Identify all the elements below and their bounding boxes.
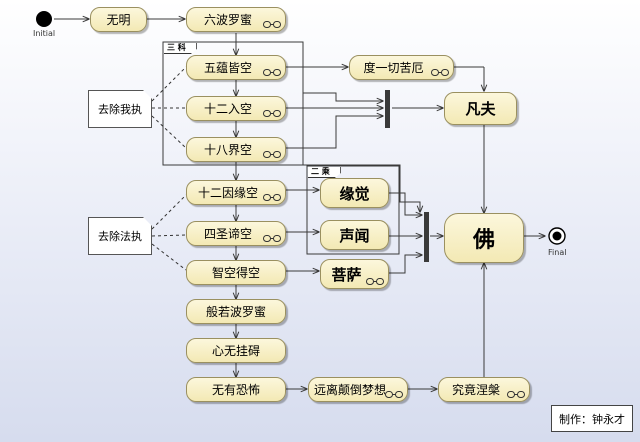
- node-wuyun-label: 五蕴皆空: [203, 61, 252, 75]
- initial-node: [36, 11, 52, 27]
- subactivity-icon: [263, 110, 281, 117]
- node-shengwen[interactable]: 声闻: [320, 220, 389, 250]
- node-pusa[interactable]: 菩萨: [320, 259, 389, 289]
- node-fanfu-label: 凡夫: [465, 100, 496, 118]
- node-wuyou-label: 无有恐怖: [211, 383, 260, 397]
- node-wuming-label: 无明: [106, 13, 131, 27]
- node-zhikong-label: 智空得空: [211, 266, 260, 280]
- node-pusa-label: 菩萨: [331, 265, 362, 284]
- node-yuanli-label: 远离颠倒梦想: [313, 383, 386, 397]
- node-fo-label: 佛: [472, 228, 495, 253]
- node-jiujing[interactable]: 究竟涅槃: [438, 377, 530, 402]
- node-liubo[interactable]: 六波罗蜜: [186, 7, 286, 32]
- node-yinyuan-label: 十二因缘空: [197, 186, 258, 200]
- frame-ercheng-tag: 二 乘: [308, 167, 341, 178]
- node-zhikong[interactable]: 智空得空: [186, 260, 286, 285]
- node-sisheng[interactable]: 四圣谛空: [186, 221, 286, 246]
- subactivity-icon: [431, 69, 449, 76]
- node-duyiqie-label: 度一切苦厄: [363, 61, 424, 75]
- subactivity-icon: [366, 278, 384, 285]
- node-banruo[interactable]: 般若波罗蜜: [186, 299, 286, 324]
- node-yuanjue-label: 缘觉: [339, 184, 370, 203]
- note-wozhi: 去除我执: [88, 90, 152, 128]
- node-shibajie-label: 十八界空: [203, 143, 252, 157]
- credit-label: 制作：钟永才: [551, 405, 633, 432]
- node-xinwu-label: 心无挂碍: [211, 344, 260, 358]
- note-fazhi: 去除法执: [88, 217, 152, 255]
- node-liubo-label: 六波罗蜜: [203, 13, 252, 27]
- node-wuyou[interactable]: 无有恐怖: [186, 377, 286, 402]
- subactivity-icon: [263, 69, 281, 76]
- subactivity-icon: [507, 391, 525, 398]
- frame-ercheng: [306, 165, 400, 255]
- node-yuanli[interactable]: 远离颠倒梦想: [308, 377, 408, 402]
- subactivity-icon: [385, 391, 403, 398]
- subactivity-icon: [263, 151, 281, 158]
- node-duyiqie[interactable]: 度一切苦厄: [349, 55, 454, 80]
- node-yuanjue[interactable]: 缘觉: [320, 178, 389, 208]
- subactivity-icon: [263, 194, 281, 201]
- node-fo[interactable]: 佛: [444, 213, 524, 263]
- subactivity-icon: [263, 235, 281, 242]
- node-fanfu[interactable]: 凡夫: [444, 92, 517, 125]
- frame-sanke-tag: 三 科: [164, 43, 197, 54]
- initial-label: Initial: [33, 29, 56, 38]
- node-yinyuan[interactable]: 十二因缘空: [186, 180, 286, 205]
- sync-bar-upper: [385, 90, 390, 128]
- final-label: Final: [548, 248, 567, 257]
- subactivity-icon: [263, 21, 281, 28]
- node-shierru-label: 十二入空: [203, 102, 252, 116]
- node-shibajie[interactable]: 十八界空: [186, 137, 286, 162]
- node-jiujing-label: 究竟涅槃: [451, 383, 500, 397]
- node-shierru[interactable]: 十二入空: [186, 96, 286, 121]
- node-sisheng-label: 四圣谛空: [203, 227, 252, 241]
- node-wuyun[interactable]: 五蕴皆空: [186, 55, 286, 80]
- sync-bar-lower: [424, 212, 429, 262]
- node-shengwen-label: 声闻: [339, 226, 370, 245]
- node-xinwu[interactable]: 心无挂碍: [186, 338, 286, 363]
- node-wuming[interactable]: 无明: [90, 7, 147, 32]
- node-banruo-label: 般若波罗蜜: [205, 305, 266, 319]
